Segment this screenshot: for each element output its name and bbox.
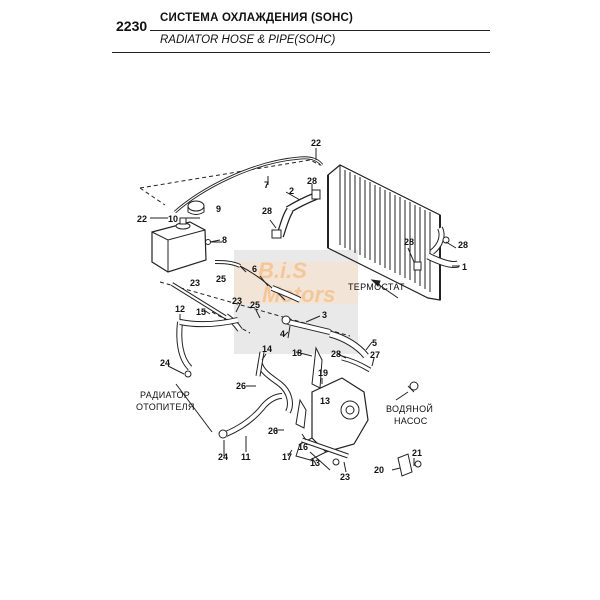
callout-13-lower: 13 [310, 458, 320, 468]
callout-28-rad-left: 28 [404, 237, 414, 247]
callout-10: 10 [168, 214, 178, 224]
callout-9: 9 [216, 204, 221, 214]
component-labels: ТЕРМОСТАТ РАДИАТОР ОТОПИТЕЛЯ ВОДЯНОЙ НАС… [136, 282, 433, 426]
callout-23-tank: 23 [190, 278, 200, 288]
callout-15: 15 [196, 307, 206, 317]
callout-2: 2 [289, 186, 294, 196]
callout-25-left: 25 [216, 274, 226, 284]
header-divider-bottom [112, 52, 490, 53]
callout-13-upper: 13 [320, 396, 330, 406]
callout-21: 21 [412, 448, 422, 458]
callout-26-lower: 26 [268, 426, 278, 436]
callout-8: 8 [222, 235, 227, 245]
callout-28-lower: 28 [331, 349, 341, 359]
callout-26-upper: 26 [236, 381, 246, 391]
callout-25-mid: 25 [250, 300, 260, 310]
callout-28-rad-right: 28 [458, 240, 468, 250]
callout-28-upper: 28 [307, 176, 317, 186]
callout-20: 20 [374, 465, 384, 475]
callout-6: 6 [252, 264, 257, 274]
title-english: RADIATOR HOSE & PIPE(SOHC) [160, 34, 336, 46]
callout-22-left: 22 [137, 214, 147, 224]
callout-3: 3 [322, 310, 327, 320]
label-thermostat: ТЕРМОСТАТ [348, 282, 405, 292]
callout-5: 5 [372, 338, 377, 348]
label-water-pump-1: ВОДЯНОЙ [386, 403, 433, 414]
callout-4: 4 [280, 329, 285, 339]
section-number: 2230 [116, 18, 148, 34]
callout-14: 14 [262, 344, 272, 354]
label-water-pump-2: НАСОС [394, 416, 428, 426]
callout-7: 7 [264, 180, 269, 190]
callout-24-bottom: 24 [218, 452, 228, 462]
callout-1: 1 [462, 262, 467, 272]
callout-28-mid: 28 [262, 206, 272, 216]
callout-19: 19 [318, 368, 328, 378]
callout-24-left: 24 [160, 358, 170, 368]
callout-16: 16 [298, 442, 308, 452]
callout-18: 18 [292, 348, 302, 358]
callout-12: 12 [175, 304, 185, 314]
header-divider [150, 30, 490, 31]
title-russian: СИСТЕМА ОХЛАЖДЕНИЯ (SOHC) [160, 12, 354, 24]
label-heater-radiator-2: ОТОПИТЕЛЯ [136, 402, 195, 412]
label-heater-radiator-1: РАДИАТОР [140, 390, 190, 400]
callout-11: 11 [241, 452, 251, 462]
callout-22-top: 22 [311, 138, 321, 148]
callout-17: 17 [282, 452, 292, 462]
callout-23-mid: 23 [232, 296, 242, 306]
callout-numbers: 22 7 2 28 9 22 10 8 28 28 28 1 25 6 25 2… [137, 138, 468, 482]
watermark-line-1: B.i.S [258, 258, 307, 283]
callout-23-bottom: 23 [340, 472, 350, 482]
line-art [139, 148, 460, 477]
callout-27: 27 [370, 350, 380, 360]
